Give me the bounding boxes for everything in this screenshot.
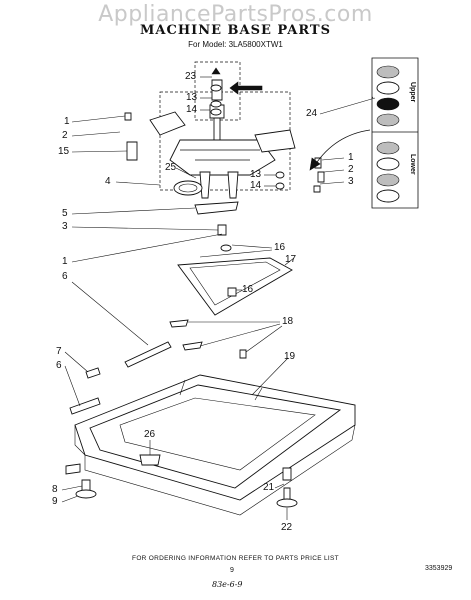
- inset-lower-label: Lower: [409, 154, 416, 175]
- callout-13-lower: 13: [250, 169, 262, 180]
- inset-lower-label-box: Lower: [404, 150, 416, 200]
- callout-3-left: 3: [62, 221, 68, 232]
- callout-24: 24: [306, 108, 318, 119]
- model-line: For Model: 3LA5800XTW1: [188, 40, 283, 49]
- callout-14-upper: 14: [186, 104, 198, 115]
- handwritten-note: 83e-6-9: [212, 580, 243, 589]
- callout-23: 23: [185, 71, 197, 82]
- drive-assembly: [149, 79, 296, 199]
- platform-bracket: [177, 257, 293, 316]
- callout-16-mid: 16: [242, 284, 254, 295]
- small-brackets: [194, 201, 239, 252]
- callout-6-lower: 6: [56, 360, 62, 371]
- callout-5: 5: [62, 208, 68, 219]
- callout-1-mid: 1: [62, 256, 68, 267]
- rails-and-clips: [69, 319, 247, 415]
- callout-19: 19: [284, 351, 296, 362]
- document-reference: 3353929: [425, 565, 453, 572]
- upper-bushings: [376, 65, 400, 127]
- callout-26: 26: [144, 429, 156, 440]
- machine-base-frame: [74, 374, 356, 516]
- callout-1-top: 1: [64, 116, 70, 127]
- pointer-arrows: [229, 81, 374, 171]
- callout-13-upper: 13: [186, 92, 198, 103]
- callout-14-lower: 14: [250, 180, 262, 191]
- callout-4: 4: [105, 176, 111, 187]
- bushing-inset: [371, 57, 419, 209]
- callout-3-right: 3: [348, 176, 354, 187]
- inset-upper-label-box: Upper: [404, 78, 416, 128]
- page-title: MACHINE BASE PARTS: [140, 23, 331, 38]
- callout-18: 18: [282, 316, 294, 327]
- grommet-parts: [124, 67, 325, 193]
- watermark: AppliancePartsPros.com: [98, 2, 373, 27]
- mechanism-dashed-box: [159, 61, 291, 191]
- page-number: 9: [230, 567, 234, 574]
- callout-17: 17: [285, 254, 297, 265]
- leveling-legs: [65, 463, 298, 508]
- ordering-note: FOR ORDERING INFORMATION REFER TO PARTS …: [132, 555, 339, 562]
- inset-upper-label: Upper: [409, 82, 416, 103]
- callout-9: 9: [52, 496, 58, 507]
- callout-2-right: 2: [348, 164, 354, 175]
- callout-15: 15: [58, 146, 70, 157]
- callout-2-left: 2: [62, 130, 68, 141]
- callout-22: 22: [281, 522, 293, 533]
- leader-lines: [61, 76, 376, 520]
- callout-16-top: 16: [274, 242, 286, 253]
- lower-bushings: [376, 141, 400, 203]
- callout-25: 25: [165, 162, 177, 173]
- callout-21: 21: [263, 482, 275, 493]
- callout-8: 8: [52, 484, 58, 495]
- callout-1-right: 1: [348, 152, 354, 163]
- callout-7: 7: [56, 346, 62, 357]
- callout-6-upper: 6: [62, 271, 68, 282]
